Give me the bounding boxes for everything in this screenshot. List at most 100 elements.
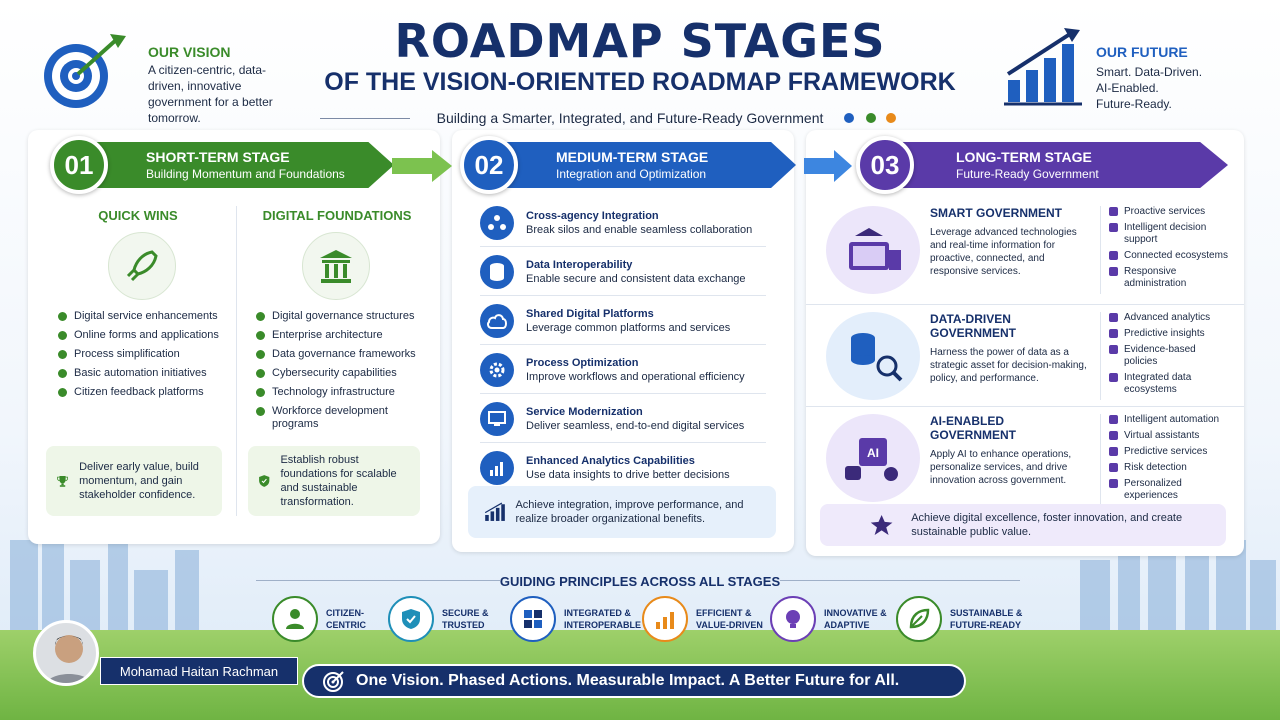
dot-orange — [886, 113, 896, 123]
page-title: ROADMAP STAGES — [394, 14, 886, 68]
check-icon — [1109, 431, 1118, 440]
stage-02-number: 02 — [460, 136, 518, 194]
quick-wins-note: Deliver early value, build momentum, and… — [46, 446, 222, 516]
smart-city-illustration — [826, 206, 920, 294]
stage-01-number: 01 — [50, 136, 108, 194]
dot-blue — [844, 113, 854, 123]
smart-government-desc: Leverage advanced technologies and real-… — [930, 227, 1077, 277]
divider — [256, 580, 500, 581]
principles-heading: GUIDING PRINCIPLES ACROSS ALL STAGES — [499, 574, 781, 589]
principle-citizen-centric: CITIZEN-CENTRIC — [272, 596, 366, 642]
ai-enabled-government-row: AI AI-ENABLED GOVERNMENT Apply AI to enh… — [826, 414, 1234, 506]
vision-heading: OUR VISION — [148, 44, 231, 60]
footer-banner: One Vision. Phased Actions. Measurable I… — [302, 664, 966, 698]
check-icon — [1109, 329, 1118, 338]
footer-slogan: One Vision. Phased Actions. Measurable I… — [356, 672, 900, 689]
data-driven-government-desc: Harness the power of data as a strategic… — [930, 347, 1087, 384]
database-icon — [480, 255, 514, 289]
principle-integrated-interoperable: INTEGRATED &INTEROPERABLE — [510, 596, 641, 642]
bar-chart-icon — [642, 596, 688, 642]
ai-enabled-government-title: AI-ENABLED GOVERNMENT — [930, 414, 1017, 442]
list-item: Advanced analytics — [1109, 312, 1230, 324]
target-icon — [44, 34, 126, 108]
leaf-icon — [896, 596, 942, 642]
smart-government-list: Proactive services Intelligent decision … — [1100, 206, 1230, 294]
smart-government-title: SMART GOVERNMENT — [930, 206, 1062, 220]
check-icon — [256, 407, 265, 416]
growth-chart-icon — [1004, 28, 1082, 106]
check-icon — [58, 388, 67, 397]
ai-chip-illustration: AI — [826, 414, 920, 502]
shield-icon — [259, 475, 270, 487]
list-item: Enterprise architecture — [256, 329, 434, 342]
check-icon — [256, 312, 265, 321]
check-icon — [58, 312, 67, 321]
ai-enabled-government-desc: Apply AI to enhance operations, personal… — [930, 449, 1072, 486]
future-line-1: Smart. Data-Driven. — [1096, 65, 1203, 79]
stage-03-title: LONG-TERM STAGE — [956, 149, 1092, 165]
analytics-chart-icon — [480, 451, 514, 485]
arrow-right-icon — [392, 150, 452, 182]
list-item: Cybersecurity capabilities — [256, 367, 434, 380]
check-icon — [58, 350, 67, 359]
list-item: Data governance frameworks — [256, 348, 434, 361]
check-icon — [1109, 447, 1118, 456]
rocket-icon — [108, 232, 176, 300]
target-icon — [323, 671, 344, 692]
list-item: Responsive administration — [1109, 266, 1230, 290]
principle-secure-trusted: SECURE &TRUSTED — [388, 596, 489, 642]
digital-foundations-list: Digital governance structures Enterprise… — [256, 310, 434, 431]
list-item: Predictive services — [1109, 446, 1230, 458]
shield-icon — [388, 596, 434, 642]
stage-02-subtitle: Integration and Optimization — [556, 167, 707, 181]
check-icon — [1109, 415, 1118, 424]
people-network-icon — [480, 206, 514, 240]
medium-term-note: Achieve integration, improve performance… — [468, 486, 776, 538]
stage-03-number: 03 — [856, 136, 914, 194]
digital-foundations-note: Establish robust foundations for scalabl… — [248, 446, 420, 516]
data-driven-government-row: DATA-DRIVEN GOVERNMENT Harness the power… — [826, 312, 1234, 400]
stage-01-title: SHORT-TERM STAGE — [146, 149, 290, 165]
list-item: Process simplification — [58, 348, 234, 361]
check-icon — [1109, 251, 1118, 260]
divider — [806, 406, 1244, 407]
check-icon — [256, 331, 265, 340]
list-item: Virtual assistants — [1109, 430, 1230, 442]
check-icon — [256, 350, 265, 359]
check-icon — [1109, 223, 1118, 232]
list-item: Evidence-based policies — [1109, 344, 1230, 368]
dot-green — [866, 113, 876, 123]
stage-02-banner: MEDIUM-TERM STAGE Integration and Optimi… — [484, 142, 796, 188]
data-driven-government-title: DATA-DRIVEN GOVERNMENT — [930, 312, 1017, 340]
check-icon — [58, 331, 67, 340]
list-item: Digital governance structures — [256, 310, 434, 323]
list-item: Technology infrastructure — [256, 386, 434, 399]
stage-01-banner: SHORT-TERM STAGE Building Momentum and F… — [74, 142, 394, 188]
principle-efficient-value-driven: EFFICIENT &VALUE-DRIVEN — [642, 596, 763, 642]
quick-wins-list: Digital service enhancements Online form… — [58, 310, 234, 399]
list-item: Citizen feedback platforms — [58, 386, 234, 399]
stage-03-subtitle: Future-Ready Government — [956, 167, 1099, 181]
check-icon — [256, 388, 265, 397]
government-building-icon — [302, 232, 370, 300]
list-item: Workforce development programs — [256, 405, 434, 431]
check-icon — [1109, 313, 1118, 322]
avatar — [33, 620, 99, 686]
star-icon — [870, 514, 893, 536]
future-heading: OUR FUTURE — [1096, 44, 1188, 60]
data-driven-government-list: Advanced analytics Predictive insights E… — [1100, 312, 1230, 400]
check-icon — [1109, 479, 1118, 488]
list-item: Digital service enhancements — [58, 310, 234, 323]
vision-text: A citizen-centric, data-driven, innovati… — [148, 63, 273, 125]
column-divider — [236, 206, 237, 516]
data-analytics-illustration — [826, 312, 920, 400]
list-item: Personalized experiences — [1109, 478, 1230, 502]
list-item: Risk detection — [1109, 462, 1230, 474]
divider — [780, 580, 1020, 581]
